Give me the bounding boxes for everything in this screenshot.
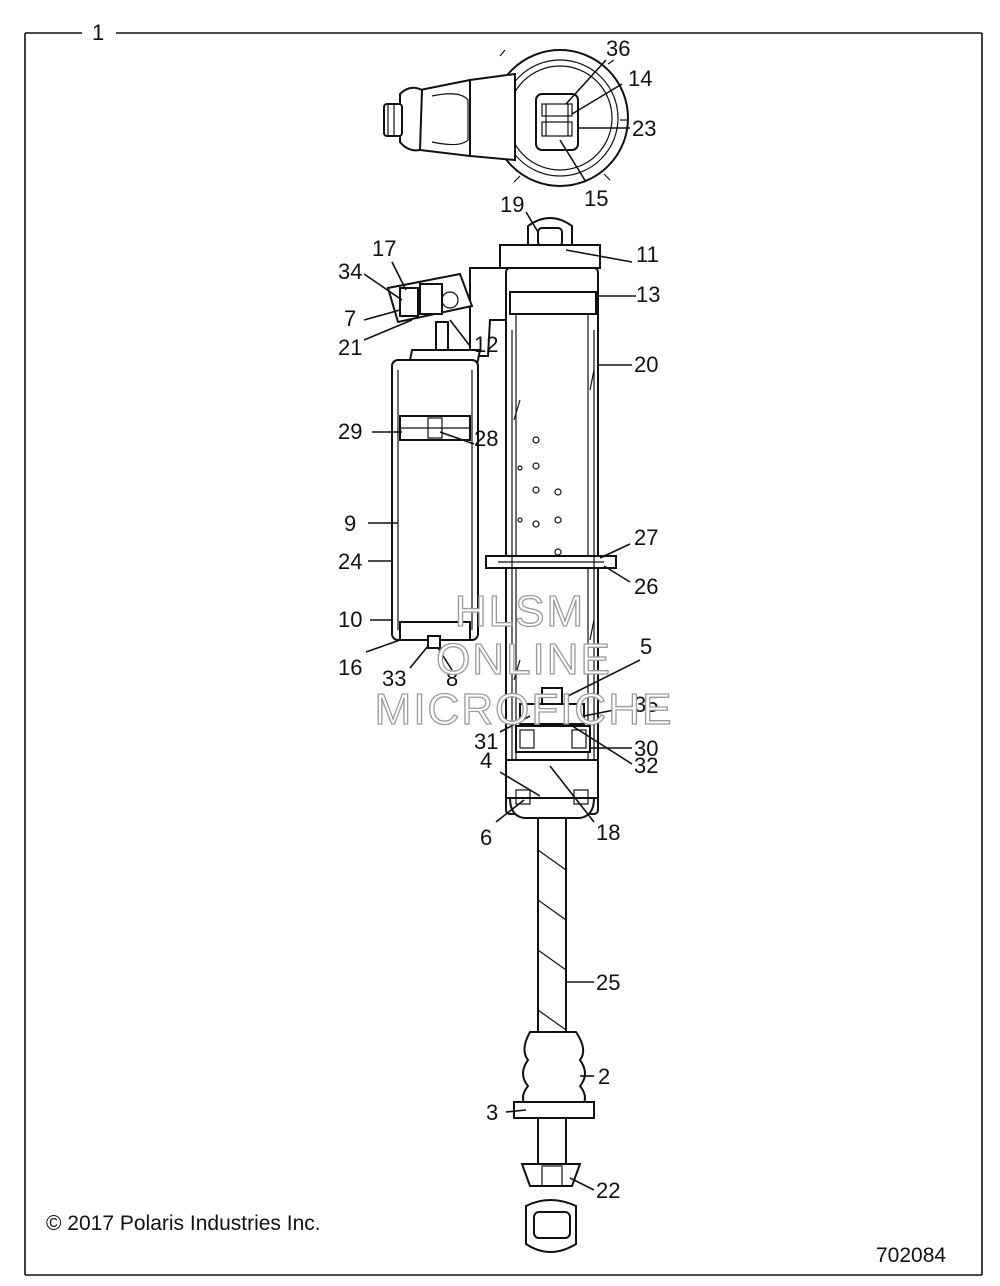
callout-labels: 36 14 23 15 19 11 13 17 34 7 21 12 20 29… <box>338 36 660 1203</box>
leader-lines <box>363 59 641 1191</box>
callout-27: 27 <box>634 525 658 550</box>
bump-stop <box>513 1031 595 1119</box>
callout-34: 34 <box>338 259 362 284</box>
callout-35: 35 <box>634 692 658 717</box>
main-shock-body <box>485 267 617 819</box>
callout-17: 17 <box>372 236 396 261</box>
watermark: HLSM ONLINE MICROFICHE <box>374 586 674 734</box>
callout-22: 22 <box>596 1178 620 1203</box>
callout-9: 9 <box>344 511 356 536</box>
copyright-text: © 2017 Polaris Industries Inc. <box>46 1212 321 1235</box>
watermark-line-1: HLSM <box>455 587 585 636</box>
callout-18: 18 <box>596 820 620 845</box>
callout-25: 25 <box>596 970 620 995</box>
callout-7: 7 <box>344 306 356 331</box>
callout-26: 26 <box>634 574 658 599</box>
reservoir-cylinder <box>391 359 479 649</box>
callout-12: 12 <box>474 332 498 357</box>
callout-28: 28 <box>474 426 498 451</box>
callout-30: 30 <box>634 736 658 761</box>
callout-14: 14 <box>628 66 652 91</box>
watermark-line-3: MICROFICHE <box>375 685 674 734</box>
callout-6: 6 <box>480 825 492 850</box>
callout-36: 36 <box>606 36 630 61</box>
callout-2: 2 <box>598 1064 610 1089</box>
watermark-line-2: ONLINE <box>436 635 612 684</box>
callout-3: 3 <box>486 1100 498 1125</box>
callout-33: 33 <box>382 666 406 691</box>
diagram-frame <box>24 32 983 1276</box>
callout-5: 5 <box>640 634 652 659</box>
callout-4: 4 <box>480 748 492 773</box>
callout-15: 15 <box>584 186 608 211</box>
callout-20: 20 <box>634 352 658 377</box>
callout-32: 32 <box>634 753 658 778</box>
figure-number: 702084 <box>876 1244 946 1267</box>
frame-label: 1 <box>92 20 104 45</box>
top-view-head <box>383 49 629 187</box>
callout-19: 19 <box>500 192 524 217</box>
lower-eyelet <box>520 1163 582 1253</box>
callout-8: 8 <box>446 666 458 691</box>
upper-eyelet <box>499 217 601 269</box>
callout-29: 29 <box>338 419 362 444</box>
callout-11: 11 <box>636 242 659 267</box>
callout-31: 31 <box>474 729 498 754</box>
callout-13: 13 <box>636 282 660 307</box>
callout-23: 23 <box>632 116 656 141</box>
callout-16: 16 <box>338 655 362 680</box>
callout-10: 10 <box>338 607 362 632</box>
callout-21: 21 <box>338 335 362 360</box>
callout-24: 24 <box>338 549 362 574</box>
